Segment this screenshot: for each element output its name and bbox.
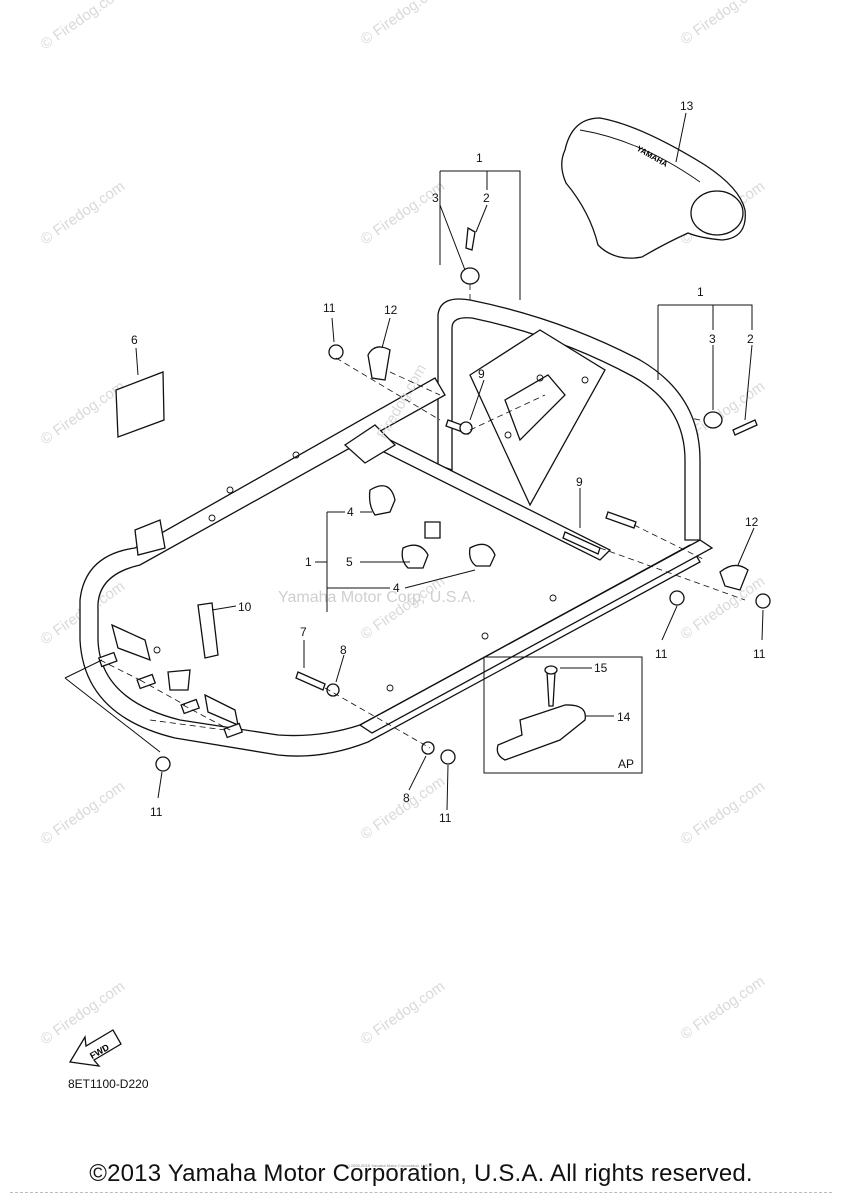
callout-4: 4 [347, 505, 354, 519]
callout-2: 2 [483, 191, 490, 205]
callout-11: 11 [439, 811, 452, 825]
watermark: © Firedog.com [678, 0, 769, 48]
callout-6: 6 [131, 333, 138, 347]
watermark: © Firedog.com [38, 178, 129, 248]
watermark: © Firedog.com [358, 573, 449, 643]
callout-11: 11 [655, 647, 668, 661]
callout-1: 1 [305, 555, 312, 569]
tiny-copyright-note: (c) 2005-2015 Yamaha Motor Corporation, … [345, 1163, 433, 1168]
callout-1: 1 [476, 151, 483, 165]
callout-11: 11 [323, 301, 336, 315]
callout-10: 10 [238, 600, 252, 614]
callout-3: 3 [432, 191, 439, 205]
small-parts [115, 226, 771, 772]
diagram-code: 8ET1100-D220 [68, 1077, 149, 1091]
callout-11: 11 [150, 805, 163, 819]
detail-ap-box [483, 656, 643, 774]
callout-8: 8 [340, 643, 347, 657]
watermark: © Firedog.com [38, 0, 129, 53]
callout-9: 9 [478, 367, 485, 381]
callout-8: 8 [403, 791, 410, 805]
handlebar [437, 298, 701, 541]
callout-12: 12 [384, 303, 398, 317]
callout-15: 15 [594, 661, 608, 675]
callout-5: 5 [346, 555, 353, 569]
watermark: © Firedog.com [38, 378, 129, 448]
assembly-lines [324, 284, 746, 749]
callout-12: 12 [745, 515, 759, 529]
callout-2: 2 [747, 332, 754, 346]
leader-lines [135, 112, 764, 811]
fwd-arrow-icon: FWD [68, 1029, 122, 1067]
watermark: © Firedog.com [358, 178, 449, 248]
callout-3: 3 [709, 332, 716, 346]
watermark: © Firedog.com [678, 778, 769, 848]
callout-7: 7 [300, 625, 307, 639]
callout-numbers: 1 3 2 13 1 3 2 11 12 6 9 9 12 4 1 5 4 10… [131, 99, 766, 825]
ap-label: AP [618, 757, 634, 771]
callout-14: 14 [617, 710, 631, 724]
watermark: © Firedog.com [678, 573, 769, 643]
watermark: © Firedog.com [678, 973, 769, 1043]
callout-1: 1 [697, 285, 704, 299]
studs [64, 651, 244, 753]
center-watermark: Yamaha Motor Corp, U.S.A. [278, 589, 476, 606]
watermark: © Firedog.com [38, 778, 129, 848]
main-frame: Firedog.com [79, 361, 714, 757]
callout-4: 4 [393, 581, 400, 595]
watermark: © Firedog.com [358, 978, 449, 1048]
bottom-divider [10, 1192, 832, 1195]
watermark: © Firedog.com [358, 773, 449, 843]
callout-13: 13 [680, 99, 694, 113]
watermark: © Firedog.com [358, 0, 449, 48]
callout-9: 9 [576, 475, 583, 489]
callout-11: 11 [753, 647, 766, 661]
handle-grip: YAMAHA [561, 117, 746, 259]
copyright-text: ©2013 Yamaha Motor Corporation, U.S.A. A… [89, 1160, 753, 1187]
